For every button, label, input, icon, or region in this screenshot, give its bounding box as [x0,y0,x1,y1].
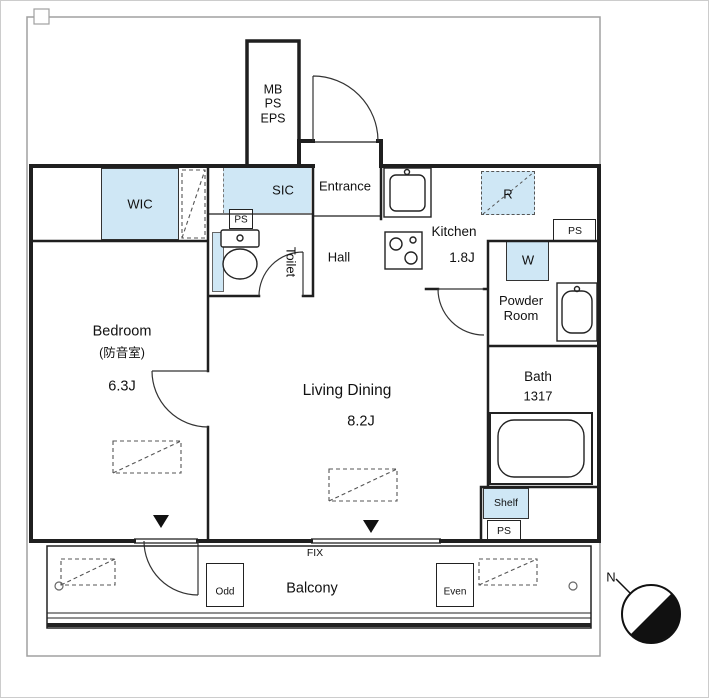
entrance-door-arc [312,75,379,142]
powder-room-door-arc [437,288,485,336]
stove-icon [384,231,423,270]
washer-label: W [521,252,535,268]
odd-shutter-box [206,563,244,607]
shelf-label: Shelf [494,496,518,509]
shaft-label-mb: MB [263,82,283,97]
bedroom-balcony-door-arc [143,540,199,596]
toilet-counter [212,232,224,292]
ps-bottom-label: PS [496,524,512,537]
toilet-icon [220,229,260,280]
ps-entry-label: PS [234,214,248,226]
wic-label: WIC [127,196,153,212]
sic-area [223,168,311,213]
hall-label: Hall [327,249,351,265]
bath-label: Bath [524,369,552,385]
bedroom-size-label: 6.3J [108,378,136,395]
shaft-label-ps: PS [264,96,282,111]
shaft-label: MB PS EPS [260,82,285,125]
washbasin-icon [556,282,598,342]
boundary-marker [33,8,50,25]
even-label: Even [443,586,467,598]
powder-room-label: Powder Room [498,293,544,323]
north-compass-icon [615,578,681,644]
shaft-label-eps: EPS [260,111,286,126]
door-arcs [143,75,485,596]
odd-label: Odd [215,586,235,598]
kitchen-label: Kitchen [431,224,477,240]
bathtub-icon [489,412,593,485]
living-dining-label: Living Dining [302,382,392,400]
fridge-label: R [503,186,513,202]
bedroom-label: Bedroom [92,323,152,340]
kitchen-sink-icon [383,167,432,218]
bedroom-note-label: (防音室) [99,345,145,360]
bedroom-door-arc [151,370,209,428]
drain-circle-right [568,581,578,591]
north-label: N [606,569,616,585]
door-direction-triangle-left [153,515,169,528]
kitchen-size-label: 1.8J [449,250,475,266]
balcony-label: Balcony [286,580,338,597]
even-shutter-box [436,563,474,607]
drain-circle-left [54,581,64,591]
ps-top-right-label: PS [567,224,583,237]
sic-label: SIC [272,182,294,198]
fix-label: FIX [306,546,324,559]
living-dining-size-label: 8.2J [347,413,375,430]
entrance-label: Entrance [318,178,372,194]
bath-size-label: 1317 [523,388,553,404]
door-direction-triangle-right [363,520,379,533]
toilet-label: Toilet [283,246,299,278]
